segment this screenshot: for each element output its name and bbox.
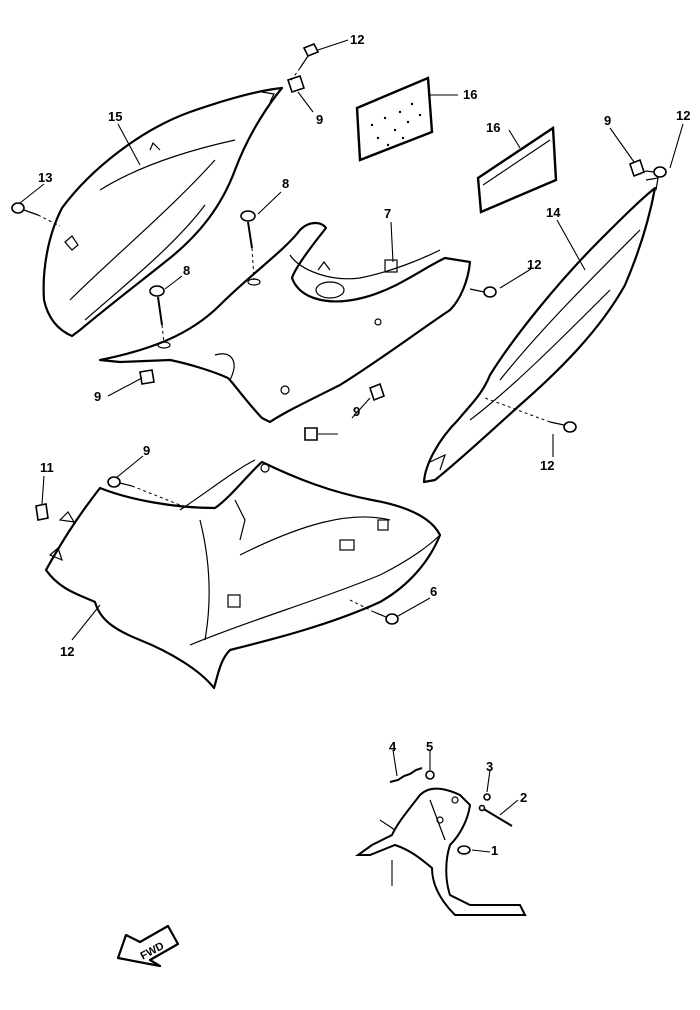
- nut-9-right: [629, 158, 645, 178]
- callout-label: 7: [384, 206, 392, 221]
- pad-lower-part: [476, 125, 558, 214]
- screw-12-top: [299, 42, 320, 69]
- main-stand-part: [354, 787, 527, 916]
- callout-label: 12: [676, 108, 691, 123]
- side-cover-right-part: [422, 177, 659, 484]
- alignment-line: [289, 67, 301, 83]
- nut-9-lower: [35, 503, 49, 521]
- screw-12-mid: [469, 286, 497, 298]
- alignment-line: [349, 599, 375, 613]
- callout-label: 12: [350, 32, 365, 47]
- bolt-8-lower: [149, 285, 171, 349]
- center-footboard-part: [98, 221, 472, 424]
- side-cover-left-part: [42, 86, 284, 338]
- callout-label: 12: [527, 257, 542, 272]
- callout-label: 13: [38, 170, 53, 185]
- stand-nut-part: [457, 845, 471, 855]
- stand-collar-part: [425, 770, 435, 780]
- alignment-line: [161, 324, 165, 344]
- nut-9-footboard-bottom: [304, 427, 318, 441]
- callout-label: 11: [40, 460, 54, 475]
- callout-label: 5: [426, 739, 434, 754]
- callout-label: 16: [463, 87, 478, 102]
- callout-label: 9: [604, 113, 612, 128]
- callout-label: 14: [546, 205, 561, 220]
- callout-label: 8: [282, 176, 290, 191]
- callout-label: 15: [108, 109, 123, 124]
- alignment-line: [251, 247, 255, 281]
- screw-12-right: [645, 166, 667, 178]
- nut-9-top: [286, 74, 306, 94]
- callout-label: 9: [353, 404, 361, 419]
- nut-9-footboard-right: [369, 382, 385, 402]
- forward-direction-arrow-icon: FWD: [116, 924, 180, 968]
- stand-washer-part: [483, 793, 491, 801]
- callout-label: 9: [143, 443, 151, 458]
- alignment-line: [37, 214, 61, 227]
- callout-label: 9: [94, 389, 102, 404]
- callout-label: 3: [486, 759, 494, 774]
- callout-label: 2: [520, 790, 528, 805]
- stand-spring-part: [389, 767, 423, 783]
- callout-label: 1: [491, 843, 499, 858]
- callout-label: 12: [540, 458, 555, 473]
- bolt-8-upper: [240, 210, 261, 286]
- screw-13-right: [549, 421, 577, 433]
- callout-label: 8: [183, 263, 191, 278]
- nut-9-footboard-left: [139, 369, 155, 385]
- callout-label: 9: [316, 112, 324, 127]
- callout-label: 6: [430, 584, 438, 599]
- alignment-line: [639, 170, 647, 175]
- pad-upper-part: [355, 76, 434, 162]
- lower-body-cover-part: [44, 459, 442, 690]
- screw-13-left: [11, 202, 39, 216]
- callout-leaders: [19, 39, 684, 886]
- callout-label: 16: [486, 120, 501, 135]
- alignment-line: [131, 485, 181, 506]
- screw-12-bottom: [373, 611, 399, 625]
- callout-label: 4: [389, 739, 397, 754]
- stand-bolt-part: [478, 804, 513, 827]
- screw-12-lower: [107, 476, 133, 488]
- callout-label: 12: [60, 644, 75, 659]
